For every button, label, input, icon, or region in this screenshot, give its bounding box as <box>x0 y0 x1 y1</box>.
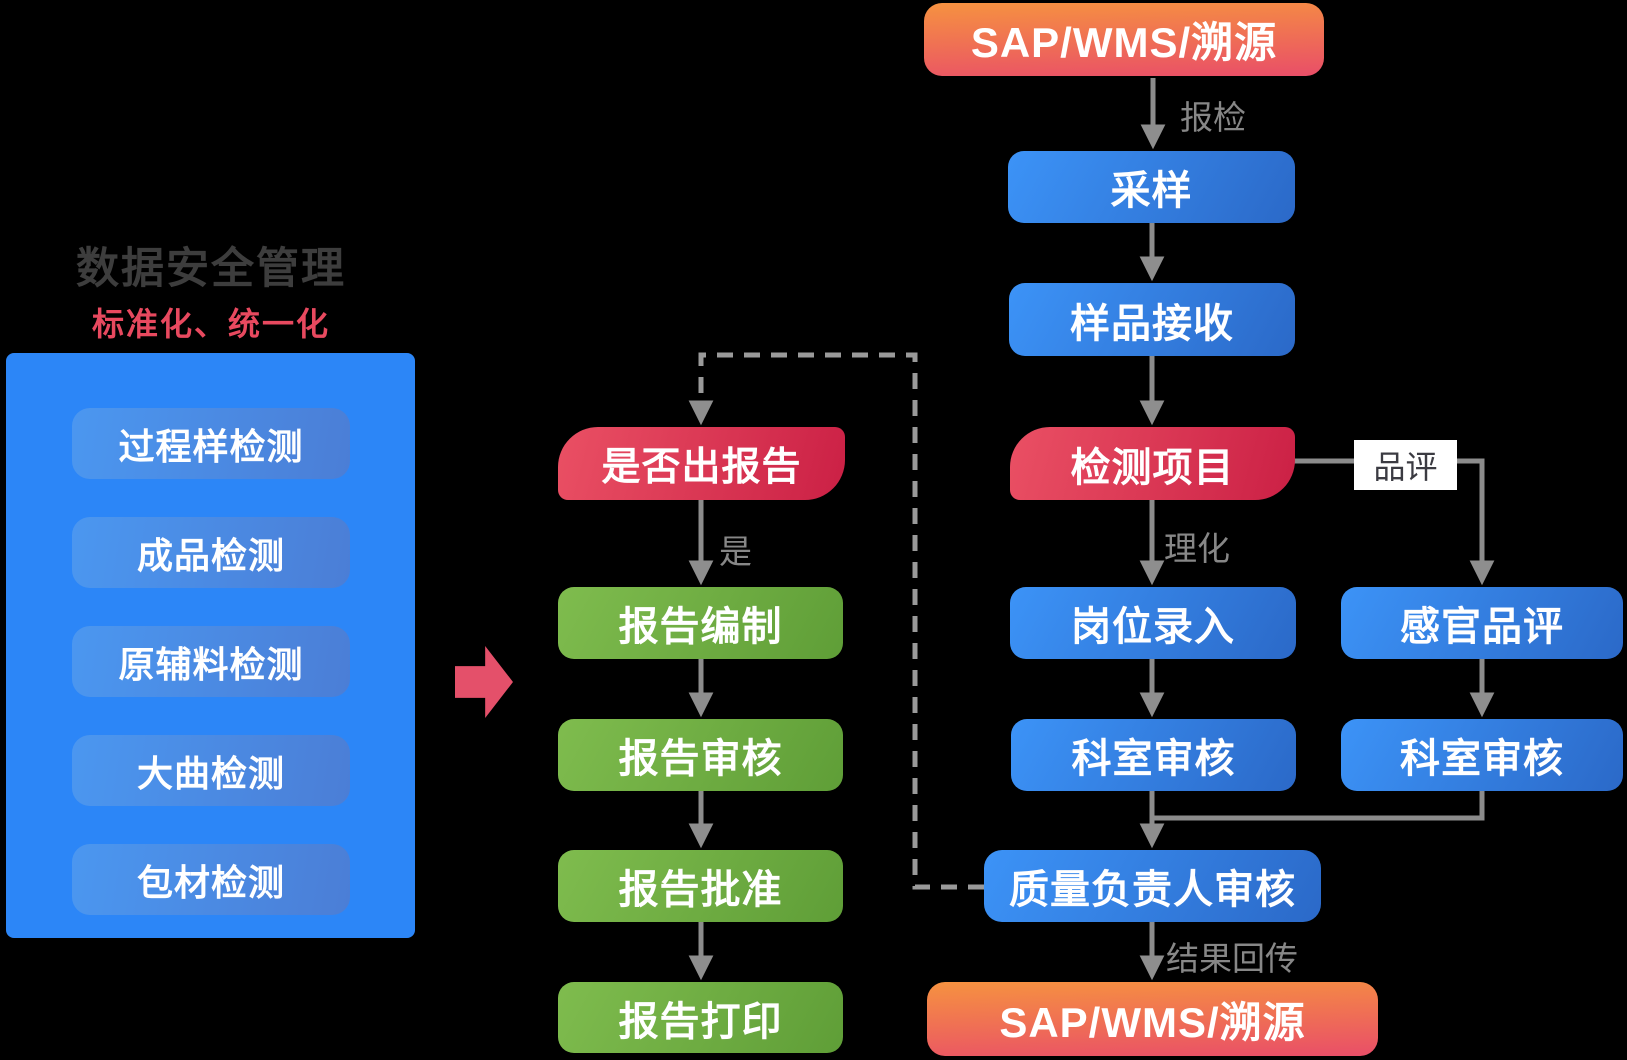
node-sap-bottom: SAP/WMS/溯源 <box>927 982 1378 1056</box>
node-sap-top: SAP/WMS/溯源 <box>924 3 1324 76</box>
edge-label-yes: 是 <box>719 533 752 570</box>
node-test-items: 检测项目 <box>1010 427 1295 500</box>
node-report-approval: 报告批准 <box>558 850 843 922</box>
node-report-review: 报告审核 <box>558 719 843 791</box>
edge-label-result-return: 结果回传 <box>1166 940 1298 977</box>
line-deptreview2-join <box>1152 791 1485 821</box>
edge-label-tasting: 品评 <box>1354 440 1457 490</box>
node-dept-review-physchem: 科室审核 <box>1011 719 1296 791</box>
panel-item-finished-product: 成品检测 <box>72 517 350 588</box>
edge-label-physicochemical: 理化 <box>1164 530 1230 567</box>
arrow-testitems-to-sensory <box>1288 458 1495 586</box>
panel-title: 数据安全管理 <box>76 245 346 293</box>
node-report-printing: 报告打印 <box>558 982 843 1053</box>
node-report-decision: 是否出报告 <box>558 427 845 500</box>
edge-label-inspection-request: 报检 <box>1180 99 1246 136</box>
test-category-panel: 过程样检测 成品检测 原辅料检测 大曲检测 包材检测 <box>6 353 415 938</box>
node-sampling: 采样 <box>1008 151 1295 223</box>
node-report-compilation: 报告编制 <box>558 587 843 659</box>
panel-subtitle: 标准化、统一化 <box>91 306 330 342</box>
node-sample-receiving: 样品接收 <box>1009 283 1295 356</box>
node-post-entry: 岗位录入 <box>1010 587 1296 659</box>
node-sensory-evaluation: 感官品评 <box>1341 587 1623 659</box>
node-quality-manager-review: 质量负责人审核 <box>984 850 1321 922</box>
panel-item-process-sample: 过程样检测 <box>72 408 350 479</box>
panel-item-daqu: 大曲检测 <box>72 735 350 806</box>
panel-item-raw-materials: 原辅料检测 <box>72 626 350 697</box>
node-dept-review-sensory: 科室审核 <box>1341 719 1623 791</box>
dashed-feedback-quality-to-decision <box>688 352 984 890</box>
panel-item-packaging: 包材检测 <box>72 844 350 915</box>
